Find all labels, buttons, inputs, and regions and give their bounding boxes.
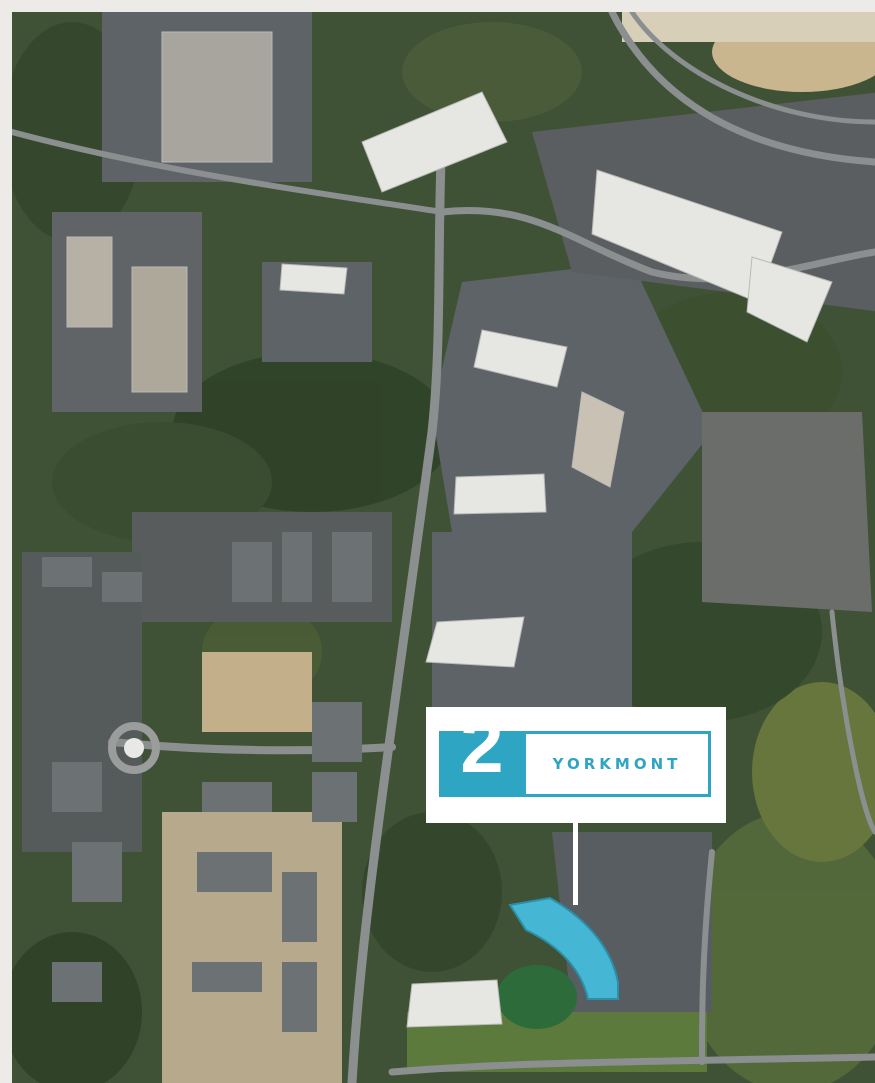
roundabout xyxy=(108,722,160,774)
building xyxy=(406,979,503,1028)
aerial-map[interactable] xyxy=(12,12,875,1083)
site-number-block: 2 xyxy=(442,706,526,794)
building xyxy=(746,256,833,343)
building xyxy=(571,391,625,488)
building xyxy=(453,473,547,515)
building xyxy=(473,329,568,388)
building xyxy=(425,616,525,668)
site-number: 2 xyxy=(460,701,504,789)
callout-pointer-line xyxy=(573,823,578,905)
aerial-map-canvas xyxy=(12,12,875,1083)
residential-rooftops xyxy=(42,532,372,1032)
site-badge: 2 YORKMONT xyxy=(439,706,711,797)
site-name: YORKMONT xyxy=(552,755,682,773)
building xyxy=(131,266,188,393)
roads xyxy=(12,12,875,1083)
building xyxy=(279,263,348,295)
building xyxy=(361,91,508,193)
buildings xyxy=(66,31,833,1028)
highlighted-parcel[interactable] xyxy=(508,896,619,1000)
site-callout-label[interactable]: 2 YORKMONT xyxy=(426,706,726,823)
roundabout-center xyxy=(124,738,144,758)
building xyxy=(66,236,113,328)
building xyxy=(161,31,273,163)
